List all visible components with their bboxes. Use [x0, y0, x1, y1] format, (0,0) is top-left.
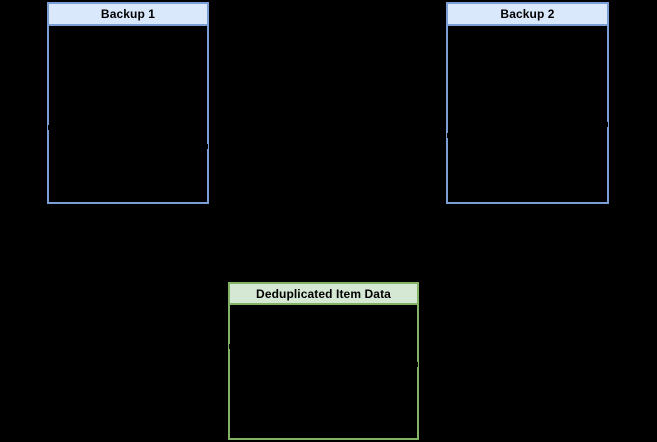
- container-deduplicated-item-data-header: Deduplicated Item Data: [228, 282, 419, 305]
- container-deduplicated-item-data-body: [228, 305, 419, 440]
- anchor-point-right[interactable]: [604, 122, 608, 127]
- container-deduplicated-item-data-title: Deduplicated Item Data: [256, 286, 391, 301]
- anchor-point-right[interactable]: [414, 362, 418, 367]
- container-deduplicated-item-data[interactable]: Deduplicated Item Data: [228, 282, 419, 440]
- container-backup-1[interactable]: Backup 1: [47, 2, 209, 204]
- container-backup-2[interactable]: Backup 2: [446, 2, 609, 204]
- anchor-point-right[interactable]: [204, 144, 208, 149]
- container-backup-2-header: Backup 2: [446, 2, 609, 26]
- container-backup-1-header: Backup 1: [47, 2, 209, 26]
- container-backup-2-title: Backup 2: [500, 7, 555, 21]
- container-backup-1-title: Backup 1: [100, 7, 156, 21]
- container-backup-2-body: [446, 26, 609, 204]
- anchor-point-left[interactable]: [447, 133, 451, 138]
- container-backup-1-body: [47, 26, 209, 204]
- anchor-point-left[interactable]: [229, 344, 233, 349]
- anchor-point-left[interactable]: [48, 125, 52, 130]
